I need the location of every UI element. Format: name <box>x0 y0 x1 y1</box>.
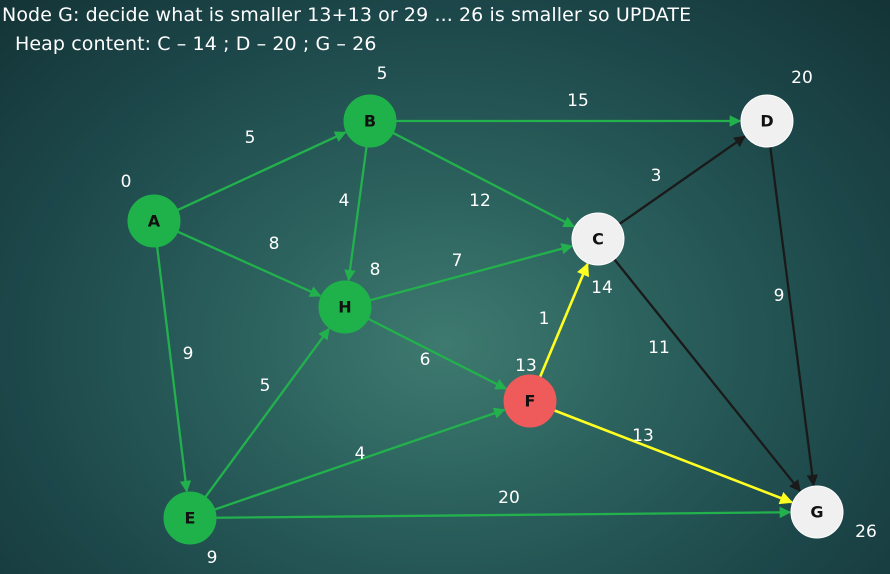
node-f-circle <box>503 374 557 428</box>
node-g-distance: 26 <box>855 522 877 542</box>
edge-f-g <box>553 409 794 505</box>
edge-f-c <box>538 262 590 378</box>
node-d-distance: 20 <box>791 68 813 88</box>
node-b-distance: 5 <box>377 64 388 84</box>
edge-e-g <box>215 506 792 519</box>
edge-weight-a-h: 8 <box>269 234 280 254</box>
edge-weight-e-f: 4 <box>355 444 366 464</box>
edge-c-d <box>618 135 746 226</box>
edge-weight-b-c: 12 <box>469 191 491 211</box>
edge-e-f <box>214 407 506 511</box>
edges-layer <box>155 115 818 519</box>
node-c-circle <box>571 212 625 266</box>
node-g-label: G <box>810 503 823 522</box>
node-g: G <box>790 485 844 539</box>
node-a-circle <box>127 194 181 248</box>
edge-a-b <box>177 131 347 212</box>
edge-weight-d-g: 9 <box>774 286 785 306</box>
edge-weight-e-g: 20 <box>498 488 520 508</box>
edge-e-h <box>204 327 330 498</box>
node-d-circle <box>740 94 794 148</box>
node-h-circle <box>318 280 372 334</box>
node-f-distance: 13 <box>515 356 537 376</box>
edge-a-h <box>177 230 322 297</box>
edge-weight-e-h: 5 <box>260 376 271 396</box>
edge-weight-c-g: 11 <box>648 338 670 358</box>
edge-c-g <box>613 258 802 492</box>
edge-h-c <box>369 243 574 302</box>
labels-layer: 5 8 9 15 12 4 7 6 5 4 20 1 13 3 11 9 0 5 8 9 13 14 20 26 <box>121 64 877 568</box>
node-h: H <box>318 280 372 334</box>
edge-d-g <box>769 146 818 487</box>
node-e-circle <box>163 491 217 545</box>
node-e-label: E <box>185 509 196 528</box>
node-e: E <box>163 491 217 545</box>
heap-content: Heap content: C – 14 ; D – 20 ; G – 26 <box>15 33 377 55</box>
node-b-label: B <box>364 112 376 131</box>
node-f: F <box>503 374 557 428</box>
edge-weight-f-c: 1 <box>539 309 550 329</box>
edge-weight-h-c: 7 <box>452 251 463 271</box>
edge-weight-b-d: 15 <box>567 91 589 111</box>
node-e-distance: 9 <box>207 548 218 568</box>
edge-weight-a-e: 9 <box>183 344 194 364</box>
node-a-label: A <box>148 212 161 231</box>
step-description: Node G: decide what is smaller 13+13 or … <box>2 4 692 26</box>
node-g-circle <box>790 485 844 539</box>
edge-weight-b-h: 4 <box>339 191 350 211</box>
node-c-distance: 14 <box>591 278 613 298</box>
node-c-label: C <box>592 230 604 249</box>
edge-weight-a-b: 5 <box>245 128 256 148</box>
edge-weight-h-f: 6 <box>420 350 431 370</box>
edge-a-e <box>155 246 192 493</box>
edge-b-c <box>392 131 576 228</box>
node-a-distance: 0 <box>121 172 132 192</box>
node-a: A <box>127 194 181 248</box>
edge-weight-f-g: 13 <box>632 426 654 446</box>
node-f-label: F <box>525 392 536 411</box>
node-b: B <box>343 94 397 148</box>
edge-b-h <box>344 146 368 282</box>
node-d-label: D <box>760 112 773 131</box>
node-h-distance: 8 <box>370 260 381 280</box>
edge-h-f <box>367 317 507 390</box>
node-b-circle <box>343 94 397 148</box>
edge-weight-c-d: 3 <box>651 166 662 186</box>
nodes-layer: A B H E F C D G <box>127 94 844 545</box>
node-h-label: H <box>338 298 351 317</box>
node-d: D <box>740 94 794 148</box>
node-c: C <box>571 212 625 266</box>
